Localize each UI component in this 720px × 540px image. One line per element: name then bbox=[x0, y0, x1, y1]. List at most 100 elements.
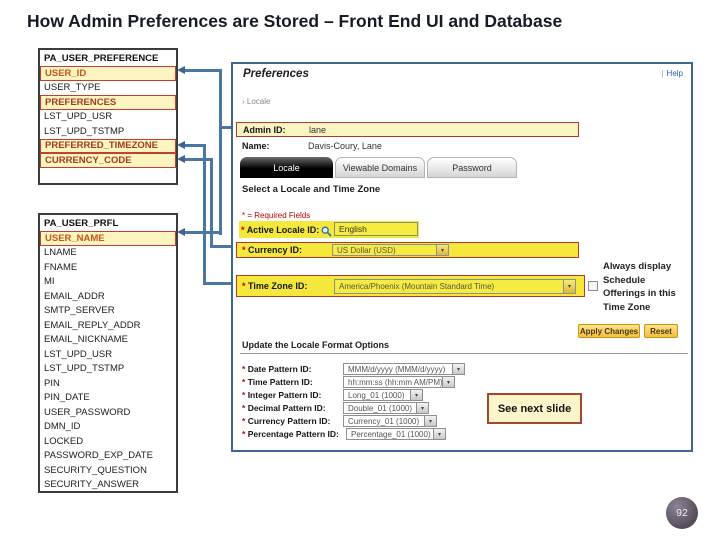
date-pattern-dropdown[interactable]: MMM/d/yyyy (MMM/d/yyyy) ▾ bbox=[343, 363, 465, 375]
connector-line bbox=[203, 282, 234, 285]
connector-line bbox=[222, 126, 234, 129]
table-row: EMAIL_REPLY_ADDR bbox=[44, 319, 141, 331]
integer-pattern-dropdown[interactable]: Long_01 (1000) ▾ bbox=[343, 389, 423, 401]
date-pattern-row: * Date Pattern ID: MMM/d/yyyy (MMM/d/yyy… bbox=[242, 363, 465, 375]
connector-line bbox=[184, 69, 222, 72]
table-row: DMN_ID bbox=[44, 421, 81, 433]
separator: | bbox=[661, 69, 664, 78]
table-row: USER_NAME bbox=[40, 231, 176, 246]
active-locale-input[interactable]: English bbox=[334, 222, 418, 236]
time-zone-dropdown[interactable]: America/Phoenix (Mountain Standard Time)… bbox=[334, 278, 576, 294]
currency-row: * Currency ID: US Dollar (USD) ▾ bbox=[236, 242, 579, 258]
help-link[interactable]: |Help bbox=[661, 69, 683, 78]
table-header: PA_USER_PREFERENCE bbox=[44, 52, 159, 64]
preferences-window: Preferences |Help › Locale Admin ID: lan… bbox=[231, 62, 693, 452]
dropdown-arrow-icon[interactable]: ▾ bbox=[433, 429, 445, 439]
currency-pattern-dropdown[interactable]: Currency_01 (1000) ▾ bbox=[343, 415, 437, 427]
time-zone-value: America/Phoenix (Mountain Standard Time) bbox=[339, 281, 495, 291]
table-row: LST_UPD_USR bbox=[44, 111, 113, 123]
currency-pattern-row: * Currency Pattern ID: Currency_01 (1000… bbox=[242, 415, 437, 427]
table-row: LOCKED bbox=[44, 435, 84, 447]
divider bbox=[240, 353, 688, 354]
dropdown-arrow-icon[interactable]: ▾ bbox=[563, 279, 575, 293]
dropdown-arrow-icon[interactable]: ▾ bbox=[442, 377, 454, 387]
chevron-right-icon: › bbox=[242, 97, 245, 106]
admin-id-label: Admin ID: bbox=[243, 124, 286, 135]
date-pattern-value: MMM/d/yyyy (MMM/d/yyyy) bbox=[348, 364, 446, 374]
search-icon[interactable] bbox=[321, 224, 332, 242]
currency-value: US Dollar (USD) bbox=[337, 245, 396, 255]
table-row: PIN_DATE bbox=[44, 392, 90, 404]
table-row: PREFERRED_TIMEZONE bbox=[40, 138, 176, 153]
dropdown-arrow-icon[interactable]: ▾ bbox=[452, 364, 464, 374]
breadcrumb-label: Locale bbox=[246, 97, 271, 106]
required-fields-note: * = Required Fields bbox=[242, 211, 311, 220]
table-row: LST_UPD_TSTMP bbox=[44, 363, 125, 375]
admin-id-value: lane bbox=[309, 124, 327, 135]
apply-changes-button[interactable]: Apply Changes bbox=[578, 324, 640, 338]
tab-password[interactable]: Password bbox=[427, 157, 517, 178]
integer-pattern-label: * Integer Pattern ID: bbox=[242, 390, 322, 400]
name-value: Davis-Coury, Lane bbox=[308, 140, 382, 151]
percentage-pattern-label: * Percentage Pattern ID: bbox=[242, 429, 339, 439]
decimal-pattern-dropdown[interactable]: Double_01 (1000)▾ bbox=[343, 402, 429, 414]
integer-pattern-row: * Integer Pattern ID: Long_01 (1000) ▾ bbox=[242, 389, 423, 401]
table-row: LST_UPD_USR bbox=[44, 348, 113, 360]
dropdown-arrow-icon[interactable]: ▾ bbox=[416, 403, 428, 413]
currency-dropdown[interactable]: US Dollar (USD) ▾ bbox=[332, 244, 449, 256]
connector-line bbox=[184, 158, 210, 161]
currency-pattern-label: * Currency Pattern ID: bbox=[242, 416, 331, 426]
slide-title: How Admin Preferences are Stored – Front… bbox=[27, 11, 563, 31]
table-row: CURRENCY_CODE bbox=[40, 153, 176, 168]
table-row: SECURITY_ANSWER bbox=[44, 479, 140, 491]
reset-button[interactable]: Reset bbox=[644, 324, 678, 338]
table-row: PIN bbox=[44, 377, 60, 389]
time-pattern-dropdown[interactable]: hh:mm:ss (hh:mm AM/PM)▾ bbox=[343, 376, 455, 388]
table-row: SECURITY_QUESTION bbox=[44, 464, 147, 476]
name-row: Name: Davis-Coury, Lane bbox=[236, 138, 579, 153]
tab-locale[interactable]: Locale bbox=[240, 157, 333, 178]
table-row: EMAIL_ADDR bbox=[44, 290, 105, 302]
table-pa-user-preference: PA_USER_PREFERENCE USER_ID USER_TYPE PRE… bbox=[38, 48, 178, 185]
table-row: PREFERENCES bbox=[40, 95, 176, 110]
dropdown-arrow-icon[interactable]: ▾ bbox=[436, 245, 448, 255]
always-display-checkbox[interactable] bbox=[588, 281, 598, 291]
table-pa-user-prfl: PA_USER_PRFL USER_NAME LNAME FNAME MI EM… bbox=[38, 213, 178, 493]
time-zone-row: * Time Zone ID: America/Phoenix (Mountai… bbox=[236, 275, 585, 297]
table-row: MI bbox=[44, 276, 55, 288]
currency-pattern-value: Currency_01 (1000) bbox=[348, 416, 420, 426]
table-row: FNAME bbox=[44, 261, 78, 273]
arrow-icon bbox=[177, 228, 185, 236]
percentage-pattern-value: Percentage_01 (1000) bbox=[351, 429, 431, 439]
admin-id-row: Admin ID: lane bbox=[236, 122, 579, 137]
table-row: USER_PASSWORD bbox=[44, 406, 131, 418]
table-row: LNAME bbox=[44, 247, 77, 259]
active-locale-label: * Active Locale ID: bbox=[241, 225, 320, 235]
date-pattern-label: * Date Pattern ID: bbox=[242, 364, 312, 374]
time-pattern-value: hh:mm:ss (hh:mm AM/PM) bbox=[348, 377, 442, 387]
connector-line bbox=[184, 144, 203, 147]
table-row: LST_UPD_TSTMP bbox=[44, 125, 125, 137]
table-header: PA_USER_PRFL bbox=[44, 217, 119, 229]
see-next-slide-callout: See next slide bbox=[487, 393, 582, 424]
always-display-label: Always display Schedule Offerings in thi… bbox=[603, 261, 676, 313]
arrow-icon bbox=[177, 141, 185, 149]
help-link-label[interactable]: Help bbox=[666, 69, 683, 78]
decimal-pattern-label: * Decimal Pattern ID: bbox=[242, 403, 326, 413]
arrow-icon bbox=[177, 66, 185, 74]
dropdown-arrow-icon[interactable]: ▾ bbox=[424, 416, 436, 426]
time-pattern-label: * Time Pattern ID: bbox=[242, 377, 313, 387]
tab-viewable-domains[interactable]: Viewable Domains bbox=[335, 157, 425, 178]
currency-label: * Currency ID: bbox=[242, 245, 303, 255]
time-zone-label: * Time Zone ID: bbox=[242, 281, 308, 291]
integer-pattern-value: Long_01 (1000) bbox=[348, 390, 405, 400]
section-title: Select a Locale and Time Zone bbox=[242, 184, 381, 195]
decimal-pattern-row: * Decimal Pattern ID: Double_01 (1000)▾ bbox=[242, 402, 429, 414]
connector-line bbox=[210, 245, 234, 248]
format-section-title: Update the Locale Format Options bbox=[242, 340, 390, 350]
table-row: USER_ID bbox=[40, 66, 176, 81]
percentage-pattern-dropdown[interactable]: Percentage_01 (1000)▾ bbox=[346, 428, 446, 440]
dropdown-arrow-icon[interactable]: ▾ bbox=[410, 390, 422, 400]
page-number-badge: 92 bbox=[666, 497, 698, 529]
